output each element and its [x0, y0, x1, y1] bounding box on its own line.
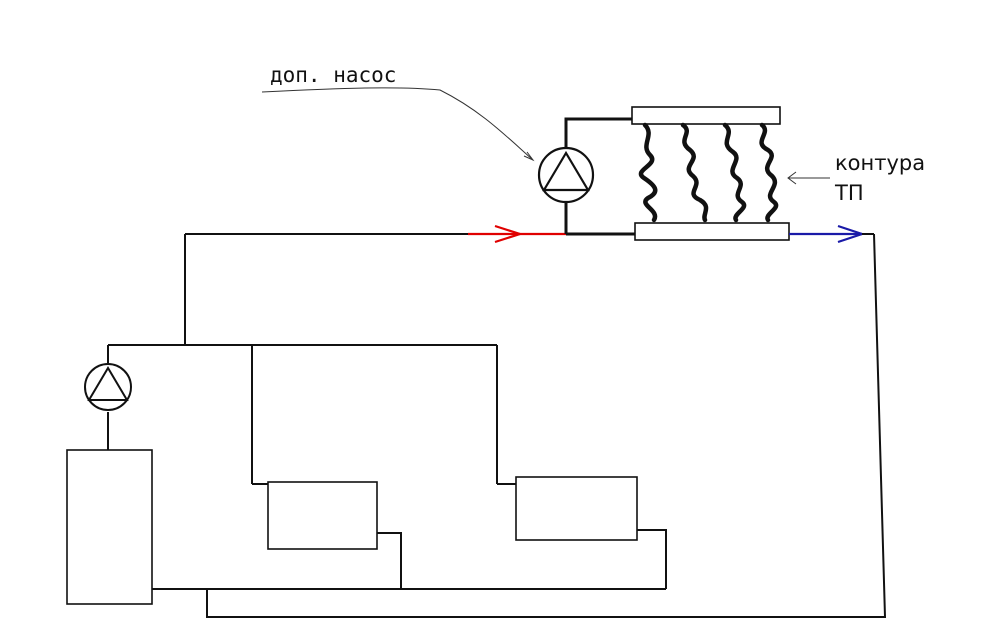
floor-loops-label-line1: контура: [835, 151, 925, 175]
extra-pump-group: [537, 117, 635, 236]
radiator-return-lines: [152, 529, 667, 590]
floor-loops: [638, 122, 779, 223]
radiator-1: [267, 481, 378, 550]
manifold-supply: [631, 106, 781, 125]
supply-arrow: [468, 224, 566, 244]
floor-loops-label-line2: ТП: [834, 181, 864, 205]
manifold-return: [634, 222, 790, 241]
extra-pump-leader: [261, 87, 534, 161]
radiator-2: [515, 476, 638, 541]
return-arrow: [789, 224, 874, 244]
supply-header: [108, 233, 516, 485]
main-pump-icon: [84, 345, 132, 450]
extra-pump-label: доп. насос: [270, 63, 396, 87]
extra-pump-leader-head: [523, 151, 535, 162]
floor-loops-leader-head: [787, 171, 797, 185]
floor-return-line: [206, 233, 887, 618]
boiler: [66, 449, 153, 605]
